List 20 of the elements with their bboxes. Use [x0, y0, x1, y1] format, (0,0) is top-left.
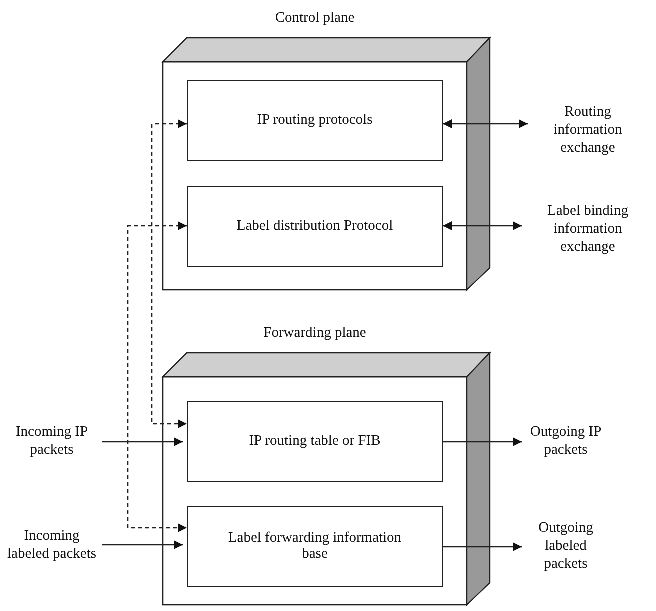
flow-label: Outgoing labeled packets [526, 506, 606, 586]
arrow [102, 438, 183, 446]
arrow [443, 542, 522, 552]
flow-label: Label binding information exchange [526, 194, 650, 264]
dashed-arrow [151, 120, 187, 428]
plane-heading: Forwarding plane [262, 325, 368, 342]
arrow [443, 222, 522, 230]
arrow [443, 120, 528, 128]
function-box: IP routing protocols [187, 80, 443, 161]
flow-label: Incoming labeled packets [4, 506, 100, 584]
dashed-arrow [127, 222, 187, 532]
function-box: Label forwarding information base [187, 506, 443, 587]
arrow [102, 540, 183, 550]
function-box: IP routing table or FIB [187, 401, 443, 482]
flow-label: Incoming IP packets [4, 416, 100, 466]
arrow [443, 438, 522, 446]
plane-heading: Control plane [274, 10, 356, 27]
flow-label: Routing information exchange [532, 100, 644, 160]
flow-label: Outgoing IP packets [526, 416, 606, 466]
function-box: Label distribution Protocol [187, 186, 443, 267]
